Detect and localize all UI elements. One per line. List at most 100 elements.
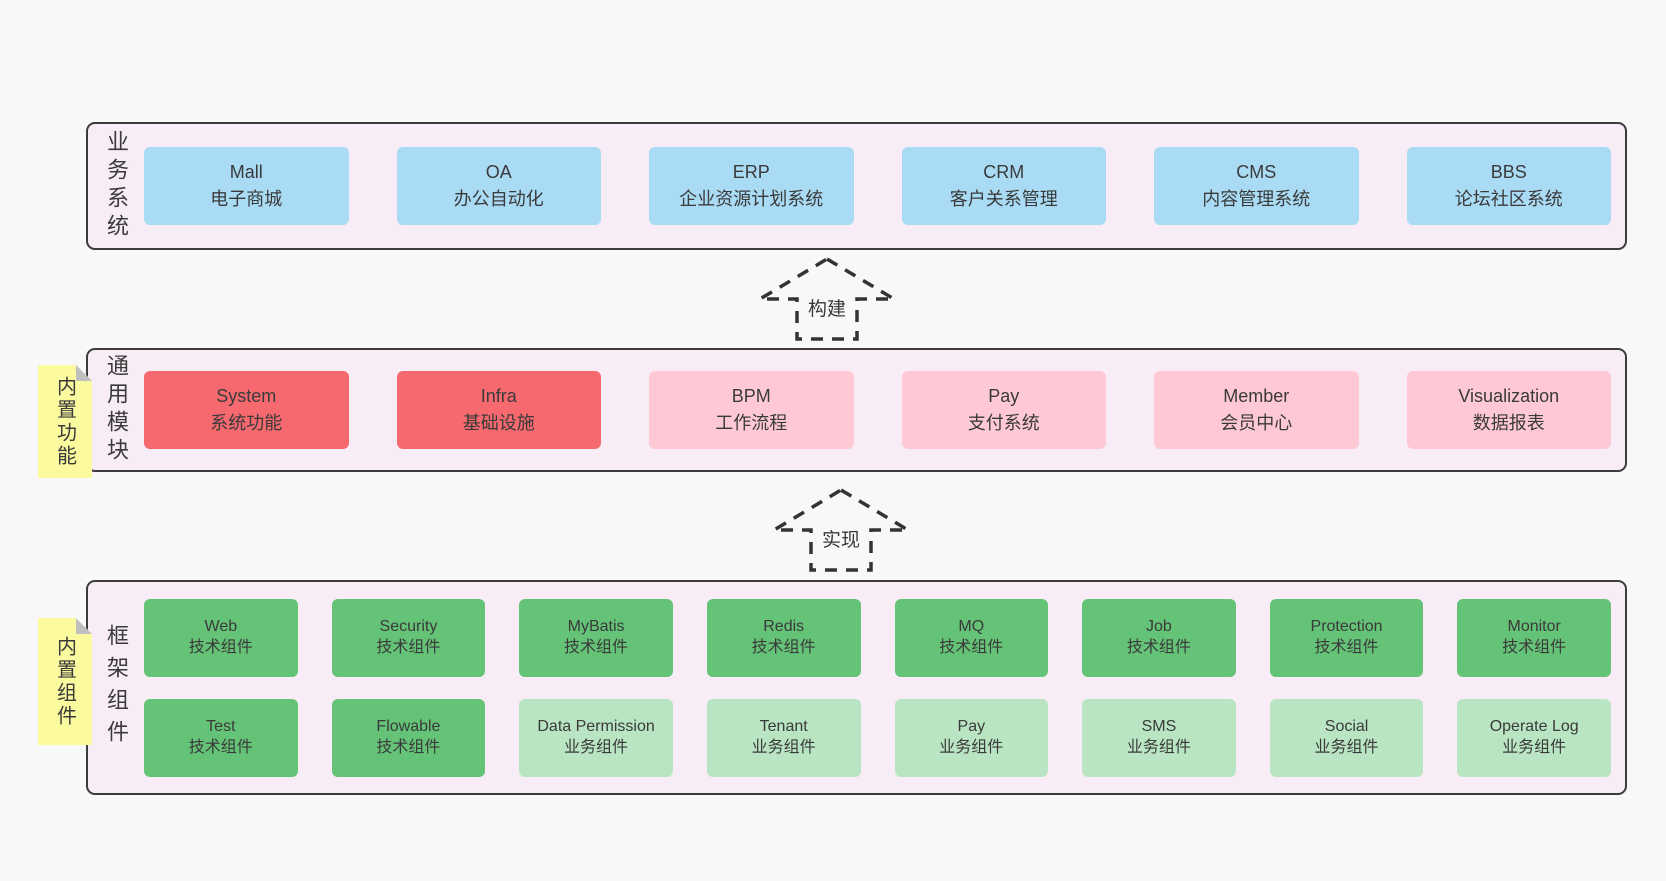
module-box-bbs: BBS 论坛社区系统 [1406,147,1611,225]
module-subtitle: 业务组件 [1502,738,1567,756]
module-title: Monitor [1507,617,1561,635]
module-box-crm: CRM 客户关系管理 [901,147,1106,225]
module-title: CMS [1236,162,1277,182]
module-box-mybatis: MyBatis 技术组件 [519,598,673,677]
sticky-note-label: 内置功能 [53,375,76,468]
module-subtitle: 内容管理系统 [1202,189,1311,209]
module-title: MQ [958,617,985,635]
module-title: Data Permission [537,717,655,735]
band-common-modules: 通用模块 System 系统功能 Infra 基础设施 BPM 工作流程 Pay 支付系统 Me… [86,348,1627,472]
module-box-infra: Infra 基础设施 [396,371,601,449]
module-row: System 系统功能 Infra 基础设施 BPM 工作流程 Pay 支付系统 Member 会… [144,371,1611,449]
module-subtitle: 论坛社区系统 [1454,189,1563,209]
module-subtitle: 业务组件 [939,738,1004,756]
module-subtitle: 业务组件 [1126,738,1191,756]
module-row: Mall 电子商城 OA 办公自动化 ERP 企业资源计划系统 CRM 客户关系管理 CMS 内容… [144,147,1611,225]
module-title: Redis [763,617,805,635]
module-box-redis: Redis 技术组件 [706,598,861,677]
module-subtitle: 系统功能 [210,413,283,433]
module-title: Member [1223,386,1290,406]
module-box-mall: Mall 电子商城 [144,147,349,225]
module-title: Operate Log [1489,717,1579,735]
module-box-visualization: Visualization 数据报表 [1406,371,1611,449]
module-subtitle: 技术组件 [751,638,816,656]
module-subtitle: 数据报表 [1472,413,1545,433]
module-title: BBS [1490,162,1527,182]
module-subtitle: 技术组件 [1126,638,1191,656]
module-box-pay: Pay 业务组件 [894,698,1049,777]
up-block-arrow-icon [771,487,911,572]
band-side-label: 业务系统 [104,130,129,242]
module-subtitle: 支付系统 [967,413,1040,433]
module-box-social: Social 业务组件 [1269,698,1424,777]
module-subtitle: 技术组件 [564,638,629,656]
module-title: Infra [480,386,517,406]
module-box-protection: Protection 技术组件 [1269,598,1424,677]
band-business-systems: 业务系统 Mall 电子商城 OA 办公自动化 ERP 企业资源计划系统 CRM 客户关系管理… [86,122,1627,250]
module-title: Pay [988,386,1020,406]
module-title: Protection [1310,617,1383,635]
module-box-monitor: Monitor 技术组件 [1457,598,1611,677]
module-subtitle: 基础设施 [462,413,535,433]
module-title: Mall [229,162,263,182]
arrow-implement-label: 实现 [818,525,864,552]
module-subtitle: 企业资源计划系统 [679,189,824,209]
module-subtitle: 客户关系管理 [949,189,1058,209]
module-subtitle: 技术组件 [1314,638,1379,656]
module-box-system: System 系统功能 [144,371,349,449]
module-title: Security [379,617,438,635]
sticky-note-label: 内置组件 [53,635,76,728]
up-block-arrow-icon [757,256,897,341]
module-box-pay: Pay 支付系统 [901,371,1106,449]
module-subtitle: 办公自动化 [453,189,544,209]
module-box-mq: MQ 技术组件 [894,598,1049,677]
sticky-note-built-in-components: 内置组件 [38,618,92,745]
arrow-build-label: 构建 [804,294,850,321]
band-cells: System 系统功能 Infra 基础设施 BPM 工作流程 Pay 支付系统 Member 会… [144,371,1625,449]
module-title: BPM [731,386,771,406]
module-title: Test [206,717,236,735]
module-subtitle: 工作流程 [715,413,788,433]
module-title: MyBatis [567,617,625,635]
module-subtitle: 技术组件 [1502,638,1567,656]
band-cells: Mall 电子商城 OA 办公自动化 ERP 企业资源计划系统 CRM 客户关系管理 CMS 内容… [144,147,1625,225]
module-subtitle: 技术组件 [939,638,1004,656]
module-box-bpm: BPM 工作流程 [649,371,854,449]
module-title: Web [204,617,238,635]
arrow-build: 构建 [757,256,897,342]
module-title: Visualization [1458,386,1560,406]
module-title: Job [1146,617,1172,635]
module-subtitle: 技术组件 [188,638,253,656]
module-subtitle: 业务组件 [1314,738,1379,756]
module-subtitle: 业务组件 [751,738,816,756]
module-box-test: Test 技术组件 [144,698,298,777]
module-box-job: Job 技术组件 [1082,598,1236,677]
module-box-web: Web 技术组件 [144,598,298,677]
module-subtitle: 技术组件 [376,738,441,756]
module-box-erp: ERP 企业资源计划系统 [649,147,854,225]
module-title: Tenant [759,717,808,735]
module-title: OA [485,162,512,182]
module-box-operate-log: Operate Log 业务组件 [1457,698,1611,777]
module-box-flowable: Flowable 技术组件 [331,698,486,777]
module-title: CRM [983,162,1025,182]
module-box-member: Member 会员中心 [1154,371,1359,449]
module-title: System [216,386,277,406]
module-title: Flowable [376,717,441,735]
module-subtitle: 技术组件 [188,738,253,756]
module-subtitle: 电子商城 [210,189,283,209]
arrow-implement: 实现 [771,487,911,573]
module-subtitle: 会员中心 [1220,413,1293,433]
module-title: Pay [957,717,986,735]
module-title: Social [1324,717,1369,735]
module-box-oa: OA 办公自动化 [396,147,601,225]
module-title: ERP [732,162,770,182]
band-side-label: 通用模块 [104,354,129,466]
